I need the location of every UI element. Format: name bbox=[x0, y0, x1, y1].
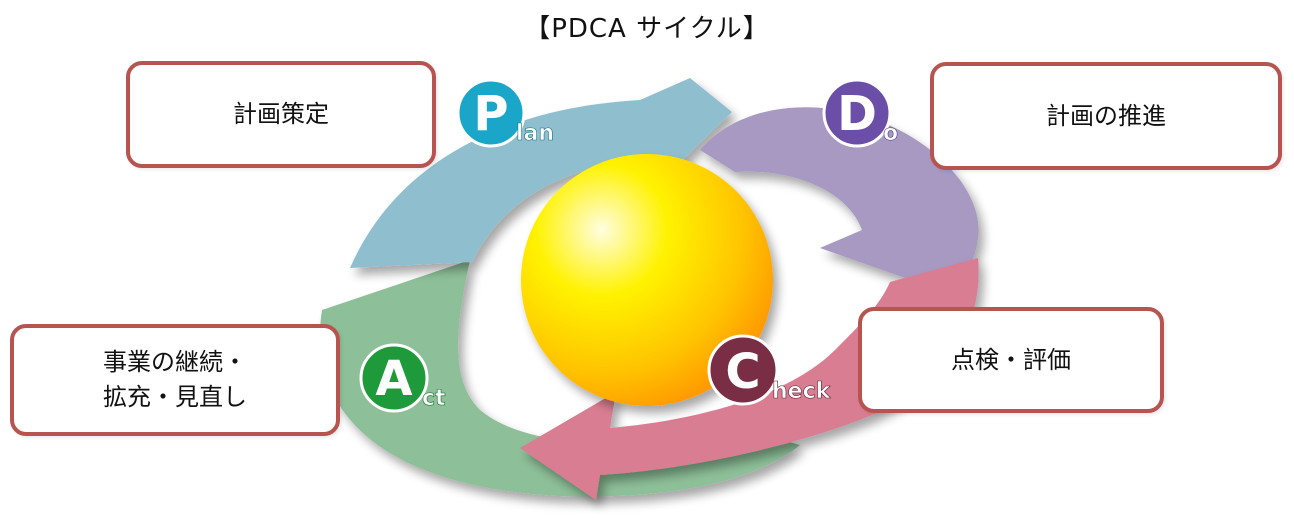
act-label-line1: 事業の継続・ bbox=[103, 348, 247, 377]
plan-label-text: 計画策定 bbox=[233, 100, 329, 129]
do-label-box: 計画の推進 bbox=[930, 62, 1282, 170]
act-label-box: 事業の継続・ 拡充・見直し bbox=[10, 324, 340, 436]
act-badge-rest: ct bbox=[422, 386, 446, 411]
plan-badge-circle bbox=[456, 78, 526, 148]
act-badge-circle bbox=[359, 343, 429, 413]
do-badge-circle bbox=[822, 78, 892, 148]
center-sphere bbox=[521, 154, 773, 406]
check-badge-rest: heck bbox=[772, 379, 832, 404]
do-badge: D o bbox=[822, 78, 898, 148]
check-badge: C heck bbox=[707, 334, 832, 406]
do-label-text: 計画の推進 bbox=[1046, 101, 1166, 130]
do-badge-rest: o bbox=[883, 121, 898, 146]
diagram-title: 【PDCA サイクル】 bbox=[524, 14, 770, 44]
act-label-line2: 拡充・見直し bbox=[103, 383, 247, 411]
check-badge-letter: C bbox=[725, 344, 760, 400]
plan-badge: P lan bbox=[456, 78, 554, 148]
plan-badge-rest: lan bbox=[516, 121, 554, 146]
act-badge: A ct bbox=[359, 343, 446, 413]
act-badge-letter: A bbox=[375, 351, 412, 407]
check-label-text: 点検・評価 bbox=[951, 345, 1071, 374]
plan-arrow bbox=[350, 78, 732, 268]
check-arrow bbox=[520, 258, 979, 500]
check-badge-circle bbox=[707, 334, 779, 406]
do-badge-letter: D bbox=[837, 86, 877, 142]
plan-badge-letter: P bbox=[473, 86, 508, 142]
check-label-box: 点検・評価 bbox=[858, 307, 1164, 413]
do-arrow bbox=[700, 107, 979, 278]
plan-label-box: 計画策定 bbox=[126, 61, 436, 168]
